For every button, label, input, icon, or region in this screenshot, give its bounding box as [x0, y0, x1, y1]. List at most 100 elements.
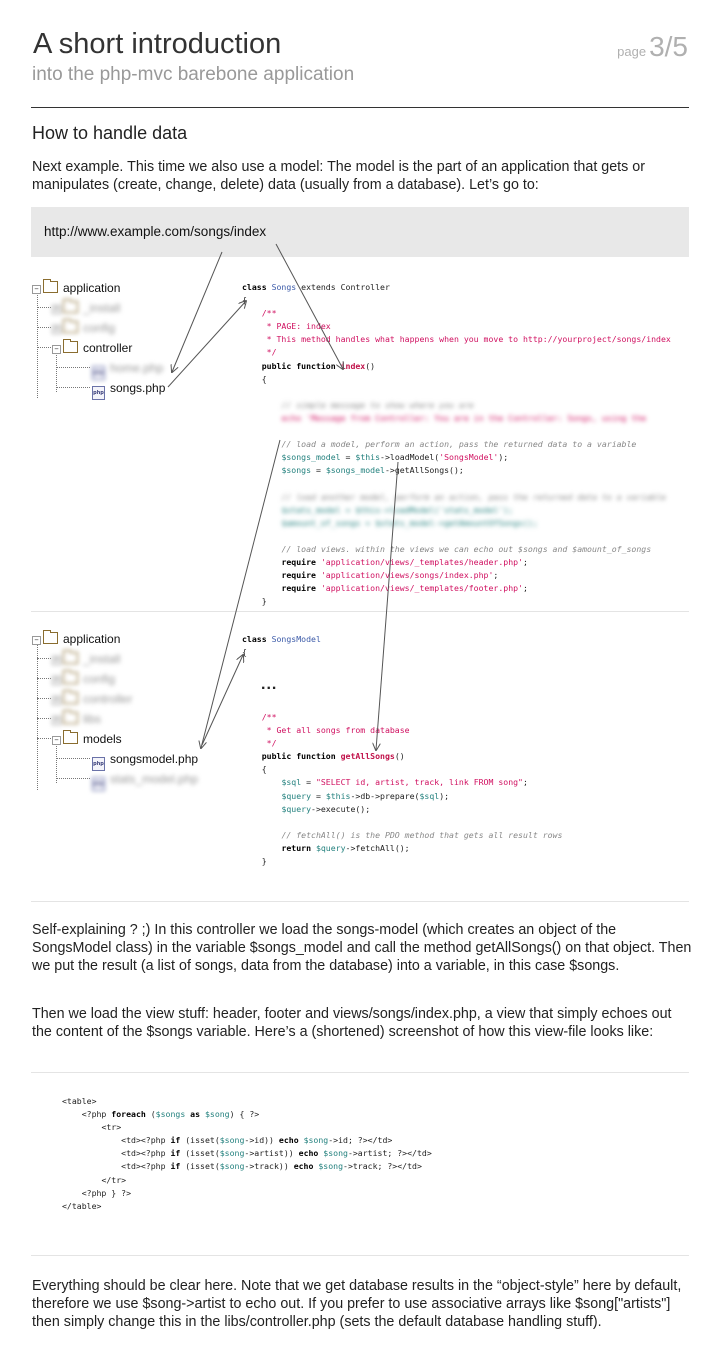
tree-label: config: [83, 321, 116, 335]
expand-icon[interactable]: +: [52, 325, 61, 334]
tree-label: config: [83, 672, 116, 686]
code-line: public function index(): [261, 360, 376, 371]
code-line: public function getAllSongs(): [261, 751, 405, 762]
tree-node-home-php[interactable]: php home.php: [92, 361, 163, 380]
code-line: require 'application/views/_templates/fo…: [281, 583, 528, 594]
php-file-icon: php: [92, 757, 105, 771]
code-line: return $query->fetchAll();: [281, 842, 410, 853]
page-subtitle: into the php-mvc barebone application: [32, 64, 355, 85]
code-line: // load a model, perform an action, pass…: [281, 439, 637, 450]
php-file-icon: php: [92, 386, 105, 400]
arrow-loadmodel-to-songsmodel: [201, 439, 281, 748]
tree-label: application: [63, 281, 121, 295]
tree-label: libs: [83, 712, 102, 726]
expand-icon[interactable]: +: [52, 305, 61, 314]
tree-label: home.php: [110, 361, 164, 375]
folder-icon: [63, 650, 78, 664]
arrow-songsmodel-to-class: [201, 655, 243, 746]
tree-node-install[interactable]: +_install: [52, 650, 120, 666]
code-line: require 'application/views/_templates/he…: [281, 556, 528, 567]
code-line: {: [242, 647, 247, 658]
tree-label: controller: [83, 692, 133, 706]
tree-node-application[interactable]: − application: [32, 630, 121, 646]
folder-icon: [63, 299, 78, 313]
code-line: */: [261, 347, 277, 358]
code-line: }: [261, 856, 267, 867]
arrow-songs-php-to-class: [167, 301, 246, 388]
tree-node-config[interactable]: + config: [52, 319, 116, 335]
model-code-block-top: class SongsModel {: [242, 633, 321, 659]
view-paragraph: Then we load the view stuff: header, foo…: [32, 1006, 672, 1040]
tree-node-controller[interactable]: − controller: [52, 339, 133, 355]
arrow-url-to-index: [275, 243, 343, 369]
header-divider: [31, 107, 689, 108]
code-line: $sql = "SELECT id, artist, track, link F…: [281, 777, 528, 788]
section-title: How to handle data: [32, 123, 188, 143]
arrow-url-to-songs-php: [172, 251, 223, 372]
php-file-icon: php: [92, 366, 105, 380]
tree-label: application: [63, 632, 121, 646]
folder-icon: [43, 630, 58, 644]
expand-icon[interactable]: +: [52, 656, 61, 665]
tree-node-config[interactable]: + config: [52, 670, 116, 686]
tree-node-libs[interactable]: + libs: [52, 710, 102, 726]
code-line: * Get all songs from database: [261, 725, 410, 736]
arrow-getallsongs-to-method: [376, 461, 399, 750]
tree-node-controller[interactable]: + controller: [52, 690, 133, 706]
tree-label: stats_model.php: [110, 772, 199, 786]
section-divider: [31, 611, 689, 612]
url-text: http://www.example.com/songs/index: [44, 224, 267, 239]
code-line: // load views. within the views we can e…: [281, 543, 652, 554]
code-line: <tr>: [101, 1122, 122, 1133]
code-line: </table>: [62, 1200, 102, 1211]
collapse-icon[interactable]: −: [52, 345, 61, 354]
folder-icon: [43, 279, 58, 293]
code-line: }: [261, 596, 267, 607]
tree-label: songs.php: [110, 381, 166, 395]
collapse-icon[interactable]: −: [32, 636, 41, 645]
explanation-paragraph: Self-explaining ? ;) In this controller …: [32, 922, 692, 974]
tree-node-songs-php[interactable]: php songs.php: [92, 381, 165, 400]
folder-icon: [63, 339, 78, 353]
view-code-block: <table> <?php foreach ($songs as $song) …: [62, 1095, 432, 1213]
code-line: <table>: [62, 1096, 97, 1106]
tree-node-songsmodel-php[interactable]: php songsmodel.php: [92, 752, 198, 771]
tree-node-install[interactable]: + _install: [52, 299, 121, 315]
section-divider: [31, 1255, 689, 1256]
folder-icon: [63, 690, 78, 704]
tree-node-application[interactable]: − application: [32, 279, 121, 295]
tree-node-models[interactable]: −models: [52, 730, 122, 746]
url-box: http://www.example.com/songs/index: [31, 207, 689, 257]
folder-icon: [63, 670, 78, 684]
code-line: {: [261, 373, 267, 384]
folder-icon: [63, 730, 78, 744]
code-line: */: [261, 738, 277, 749]
code-line: $stats_model = $this->loadModel('stats_m…: [281, 504, 514, 515]
model-code-block: /** * Get all songs from database */ pub…: [242, 711, 563, 868]
expand-icon[interactable]: +: [52, 696, 61, 705]
collapse-icon[interactable]: −: [32, 285, 41, 294]
collapse-icon[interactable]: −: [52, 736, 61, 745]
code-line: $songs = $songs_model->getAllSongs();: [281, 465, 464, 476]
code-line: $query->execute();: [281, 803, 371, 814]
code-line: <?php foreach ($songs as $song) { ?>: [81, 1109, 260, 1120]
code-ellipsis: ...: [261, 676, 278, 693]
code-line: $songs_model = $this->loadModel('SongsMo…: [281, 452, 509, 463]
tree-label: songsmodel.php: [110, 752, 199, 766]
code-line: // simple message to show where you are: [281, 399, 474, 410]
code-line: $query = $this->db->prepare($sql);: [281, 790, 450, 801]
code-line: <td><?php if (isset($song->id)) echo $so…: [121, 1135, 393, 1146]
code-line: <td><?php if (isset($song->artist)) echo…: [121, 1148, 432, 1159]
section-divider: [31, 901, 689, 902]
folder-icon: [63, 319, 78, 333]
expand-icon[interactable]: +: [52, 716, 61, 725]
folder-icon: [63, 710, 78, 724]
code-line: <td><?php if (isset($song->track)) echo …: [121, 1161, 422, 1172]
tree-label: controller: [83, 341, 133, 355]
tree-label: _install: [83, 301, 121, 315]
expand-icon[interactable]: +: [52, 676, 61, 685]
page-number: 3/5: [649, 31, 688, 62]
